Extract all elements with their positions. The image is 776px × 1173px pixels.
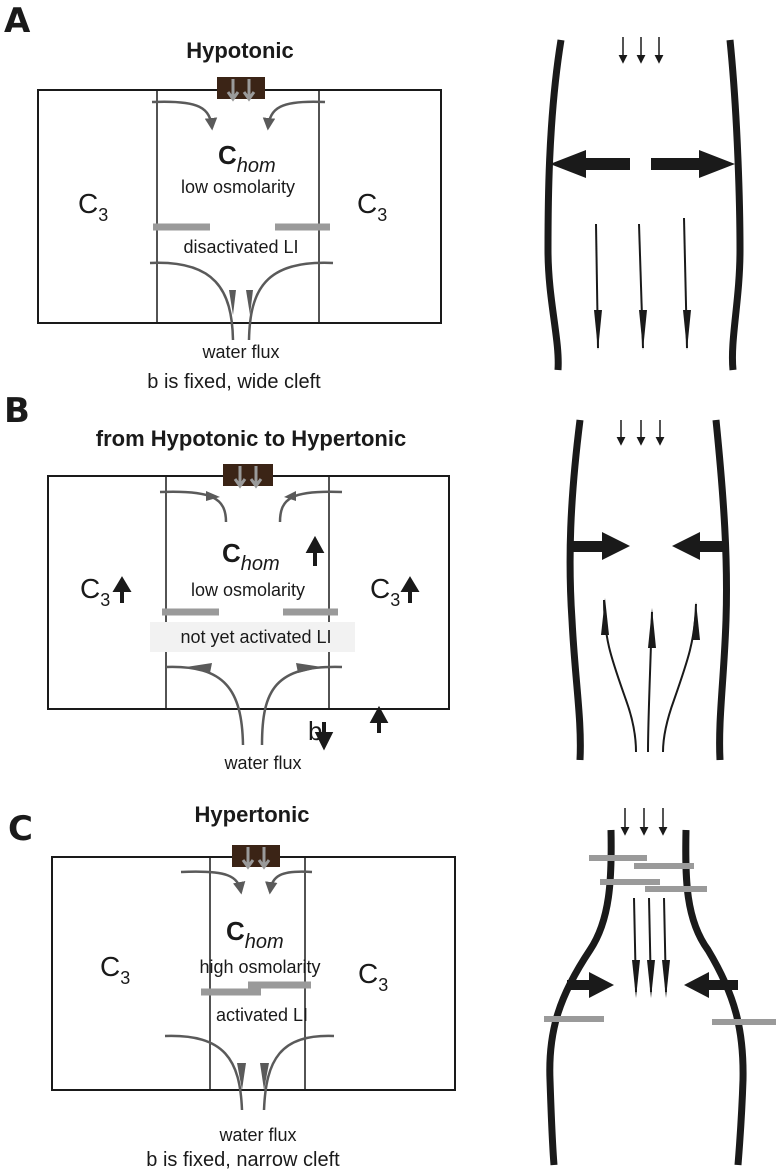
back-flow-arrowhead-icon: [648, 608, 656, 648]
c3-right-label: C3: [358, 958, 388, 995]
chom-label: Chom: [218, 140, 276, 177]
osmolarity-label: low osmolarity: [181, 177, 295, 197]
push-arrow-shaft: [698, 541, 728, 552]
flux-arrowhead-icon: [246, 290, 253, 315]
panel-c: C Hypertonic C3 C3 Chom high osmolarity …: [8, 802, 776, 1171]
osmolarity-label: low osmolarity: [191, 580, 305, 600]
panel-a: A Hypotonic C3 C3 Chom low osmolarity di…: [4, 1, 744, 393]
flux-arrowhead-icon: [296, 663, 322, 673]
flux-arrowhead-icon: [229, 290, 236, 315]
c3-left-label: C3: [80, 573, 110, 610]
li-label: disactivated LI: [183, 237, 298, 257]
down-flow-arrowhead-icon: [594, 310, 602, 350]
back-flow-line: [662, 603, 697, 753]
inward-arrow-left-icon: [602, 532, 630, 560]
osmolarity-label: high osmolarity: [199, 957, 320, 977]
push-arrow-shaft: [651, 158, 701, 170]
down-flow-arrowhead-icon: [662, 960, 670, 998]
cleft-schematic-b: [566, 419, 730, 761]
panel-letter-c: C: [8, 809, 33, 849]
panel-letter-a: A: [4, 1, 31, 41]
cleft-wall-curve: [712, 419, 730, 761]
panel-a-title: Hypotonic: [186, 38, 294, 63]
outward-arrow-left-icon: [550, 150, 586, 178]
increase-arrow-icon: [369, 705, 389, 733]
cleft-wall-curve: [566, 419, 584, 761]
outward-arrow-right-icon: [699, 150, 735, 178]
chom-label: Chom: [222, 538, 280, 575]
back-flow-line: [603, 599, 637, 753]
push-arrow-shaft: [567, 980, 593, 990]
increase-arrow-icon: [112, 576, 132, 603]
chom-label: Chom: [226, 916, 284, 953]
water-flux-curve: [247, 261, 334, 341]
flux-arrowhead-icon: [186, 663, 212, 673]
increase-arrow-icon: [400, 576, 420, 603]
push-arrow-shaft: [706, 980, 738, 990]
panel-b: B from Hypotonic to Hypertonic C3 C3 Cho…: [4, 391, 730, 773]
cleft-schematic-a: [544, 37, 744, 371]
water-channel: [217, 77, 265, 99]
flow-arrowhead-icon: [206, 491, 220, 501]
flux-arrowhead-icon: [260, 1063, 269, 1090]
down-flow-arrowhead-icon: [632, 960, 640, 998]
channel-arrow-icon: [233, 466, 247, 489]
flow-arrow-icon: [262, 100, 326, 131]
water-flux-curve: [164, 1034, 244, 1111]
c3-left-label: C3: [100, 951, 130, 988]
push-arrow-shaft: [572, 541, 607, 552]
increase-arrow-icon: [305, 535, 325, 566]
channel-arrow-icon: [249, 466, 263, 489]
inward-arrow-right-icon: [672, 532, 700, 560]
water-flux-curve: [165, 665, 245, 746]
panel-b-title: from Hypotonic to Hypertonic: [96, 426, 406, 451]
down-flow-arrowhead-icon: [683, 310, 691, 350]
water-channel: [232, 845, 280, 867]
cleft-wall-curve: [546, 829, 615, 1166]
panel-c-title: Hypertonic: [195, 802, 310, 827]
cleft-schematic-c: [544, 808, 776, 1166]
li-label-highlight: [150, 622, 355, 652]
c3-right-label: C3: [370, 573, 400, 610]
flow-arrow-icon: [265, 870, 313, 895]
panel-letter-b: B: [4, 391, 30, 431]
channel-arrow-icon: [226, 79, 240, 102]
c3-right-label: C3: [357, 188, 387, 225]
flow-arrow-icon: [151, 100, 218, 131]
back-flow-arrowhead-icon: [692, 602, 700, 640]
flux-arrowhead-icon: [237, 1063, 246, 1090]
water-flux-label: water flux: [223, 753, 301, 773]
flow-arrowhead-icon: [284, 491, 296, 501]
push-arrow-shaft: [580, 158, 630, 170]
down-flow-arrowhead-icon: [647, 960, 655, 998]
flow-arrow-icon: [180, 870, 246, 895]
channel-arrow-icon: [257, 847, 271, 870]
water-flux-curve: [260, 665, 343, 746]
channel-arrow-icon: [242, 79, 256, 102]
channel-arrow-icon: [241, 847, 255, 870]
inward-arrow-left-icon: [589, 972, 614, 998]
decrease-arrow-icon: [314, 722, 334, 751]
cleft-wall-curve: [726, 39, 744, 371]
water-flux-label: water flux: [218, 1125, 296, 1145]
inward-arrow-right-icon: [684, 972, 709, 998]
li-label: activated LI: [216, 1005, 308, 1025]
li-label: not yet activated LI: [180, 627, 331, 647]
bottom-label: b is fixed, narrow cleft: [146, 1149, 340, 1171]
cleft-wall-curve: [682, 829, 747, 1166]
water-flux-label: water flux: [201, 342, 279, 362]
water-channel: [223, 464, 273, 486]
bottom-label: b is fixed, wide cleft: [147, 371, 321, 393]
c3-left-label: C3: [78, 188, 108, 225]
water-flux-curve: [149, 261, 235, 341]
cleft-wall-curve: [544, 39, 565, 371]
down-flow-arrowhead-icon: [639, 310, 647, 350]
water-flux-curve: [262, 1034, 335, 1111]
back-flow-arrowhead-icon: [601, 598, 609, 635]
